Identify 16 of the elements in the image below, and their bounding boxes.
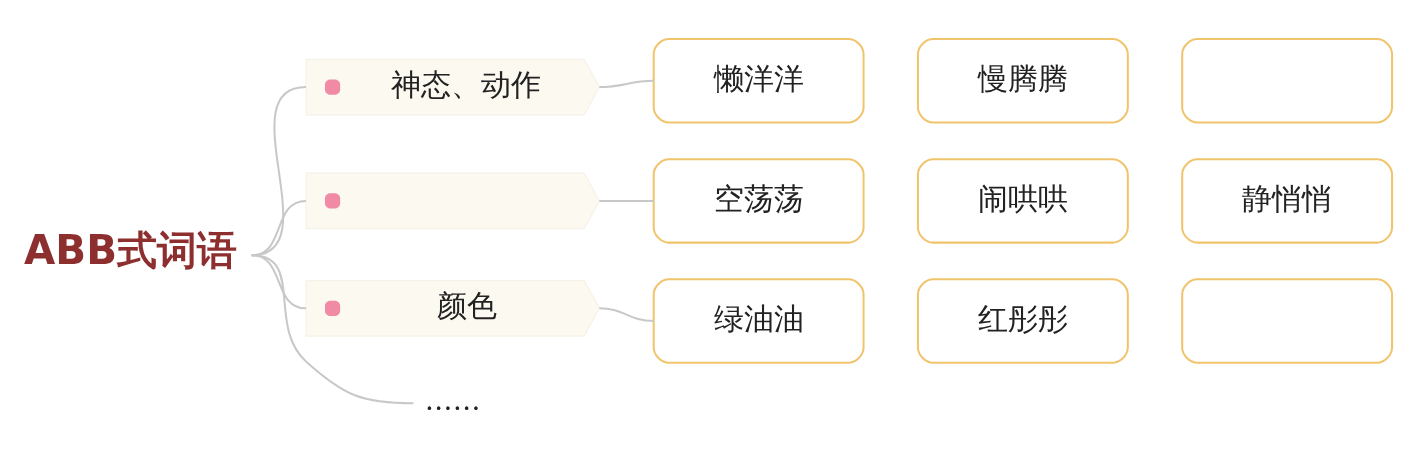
node-box: 绿油油 — [652, 277, 865, 364]
node-box: 慢腾腾 — [916, 37, 1129, 123]
node-box: 红彤彤 — [916, 277, 1129, 364]
node-box — [1181, 37, 1394, 123]
connector — [599, 199, 654, 202]
node-box: 静悄悄 — [1181, 157, 1394, 244]
node-text: ABB式词语 — [24, 225, 238, 274]
node-text: …… — [424, 383, 481, 417]
node-box: 闹哄哄 — [916, 157, 1129, 244]
node-box: 空荡荡 — [652, 157, 865, 244]
connector — [599, 306, 654, 322]
connector — [251, 253, 414, 404]
node-box — [1181, 277, 1394, 364]
node-box — [305, 171, 601, 229]
connector — [599, 79, 654, 88]
node-box: 懒洋洋 — [652, 37, 865, 123]
